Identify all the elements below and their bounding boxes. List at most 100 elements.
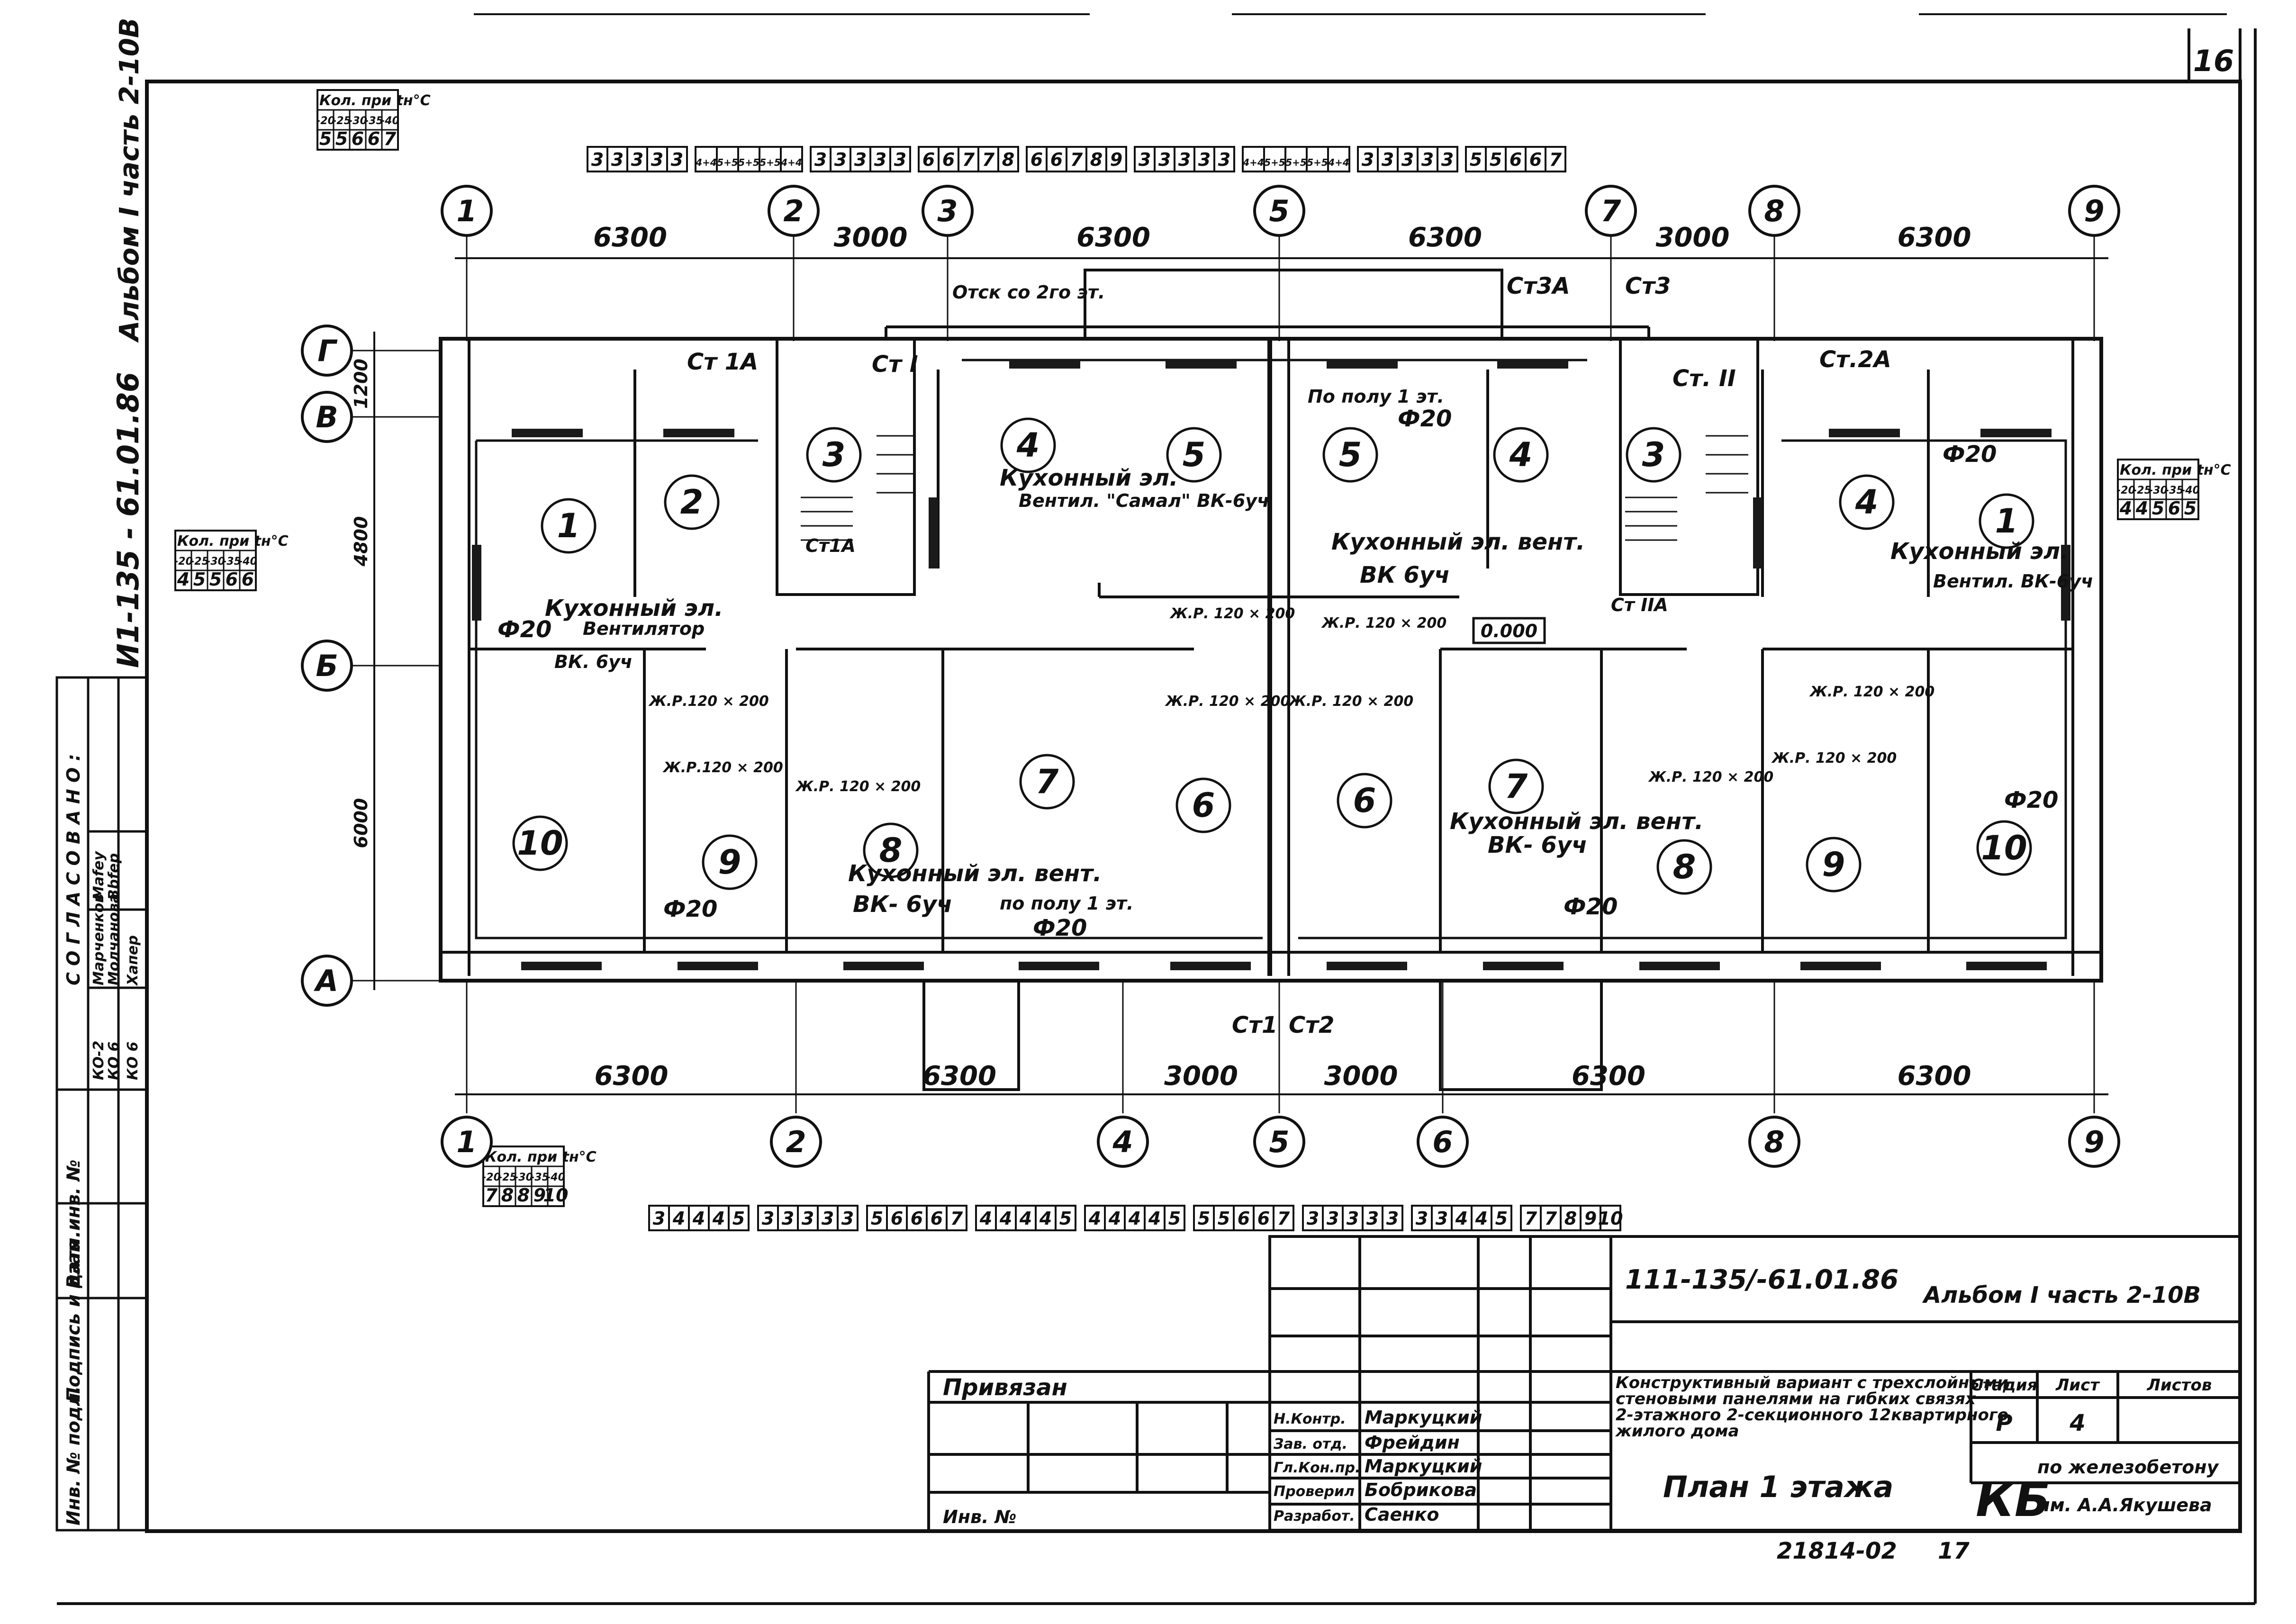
label-st1-bottom: Ст1 [1232, 1012, 1277, 1038]
count-value: 3 [1178, 149, 1191, 170]
count-box [1105, 146, 1127, 172]
count-box [1055, 1205, 1076, 1231]
temp-value: -35 [364, 115, 383, 127]
dim-bottom: 6300 [922, 1061, 996, 1092]
count-value: 3 [762, 1208, 774, 1229]
temp-count: 6 [352, 128, 364, 149]
count-value: 3 [1436, 1208, 1448, 1229]
temp-count: 4 [177, 569, 190, 590]
temp-header: Кол. при tн°С [177, 533, 289, 550]
label-st1a: Ст 1А [687, 349, 758, 375]
dim-left: 6000 [351, 798, 371, 848]
dim-bottom: 6300 [1572, 1061, 1645, 1092]
count-box [728, 1205, 750, 1231]
count-value: 6 [891, 1208, 903, 1229]
room-number: 8 [1656, 839, 1712, 895]
count-value: 6 [1050, 149, 1063, 170]
code-vertical: И1-135 - 61.01.86 [111, 372, 145, 668]
svg-text:9: 9 [2084, 194, 2104, 228]
svg-text:Б: Б [316, 649, 338, 683]
svg-text:2: 2 [783, 194, 804, 228]
label-phi20-b: Ф20 [497, 616, 551, 643]
axis-bottom-8: 8 [1748, 1116, 1800, 1168]
agree-row-1-name: Марченков [90, 894, 107, 985]
tb-org: по железобетону им. А.А.Якушева [2037, 1457, 2225, 1516]
label-st2a: Ст.2А [1819, 346, 1891, 373]
label-ventilyator: Вентилятор [583, 618, 705, 639]
label-vk-6uch: ВК 6уч [1360, 562, 1450, 588]
dim-top: 6300 [1408, 222, 1482, 253]
temp-count: 5 [335, 128, 348, 149]
count-value: 5+5 [759, 157, 781, 168]
svg-text:8: 8 [1764, 194, 1784, 228]
count-value: 3 [1366, 1208, 1379, 1229]
tb-role: Проверил [1274, 1483, 1355, 1500]
tb-sheet-label: Лист [2055, 1376, 2100, 1395]
count-value: 4 [999, 1208, 1012, 1229]
label-phi20-a: Ф20 [1398, 406, 1452, 432]
count-value: 3 [1139, 149, 1151, 170]
count-value: 10 [1598, 1208, 1623, 1229]
svg-text:4: 4 [1855, 483, 1879, 522]
count-value: 4+4 [780, 157, 802, 168]
count-value: 3 [1347, 1208, 1359, 1229]
room-number: 10 [512, 815, 568, 871]
count-value: 3 [651, 149, 663, 170]
count-value: 4 [1108, 1208, 1121, 1229]
room-number: 3 [806, 427, 862, 483]
tb-stage: Р [1996, 1410, 2012, 1436]
label-st1: Ст I [872, 351, 918, 378]
svg-text:5: 5 [1269, 1125, 1289, 1159]
count-value: 5+5 [1285, 157, 1307, 168]
axis-top-2: 2 [768, 185, 820, 237]
temp-value: -25 [498, 1172, 517, 1183]
label-st1a-bottom: Ст1А [805, 535, 856, 556]
svg-text:9: 9 [2084, 1125, 2104, 1159]
agree-row-1-code: КО-2 [90, 1041, 107, 1080]
agree-row-1-sign: Mafey [90, 851, 107, 900]
label-phi20-c: Ф20 [1943, 441, 1997, 468]
album-vertical: Альбом I часть 2-10В [114, 18, 145, 343]
count-value: 5 [1490, 149, 1502, 170]
label-kitchen-vent-3: Кухонный эл. вент. [848, 860, 1102, 887]
room-number: 9 [702, 834, 758, 890]
svg-text:8: 8 [1764, 1125, 1784, 1159]
tb-person: Бобрикова [1365, 1480, 1477, 1500]
temp-value: -30 [206, 556, 225, 568]
dim-top: 3000 [1656, 222, 1730, 253]
count-value: 5+5 [717, 157, 738, 168]
room-number: 3 [1626, 427, 1681, 483]
temp-count: 4 [2119, 498, 2132, 519]
left-margin: Альбом I часть 2-10В И1-135 - 61.01.86 С… [55, 18, 148, 1532]
svg-text:Г: Г [317, 334, 338, 368]
svg-text:9: 9 [1822, 845, 1845, 884]
count-value: 7 [1525, 1208, 1537, 1229]
label-st2-bottom: Ст2 [1289, 1012, 1334, 1038]
svg-text:9: 9 [718, 843, 741, 882]
agree-row-2-sign: Bbfep [106, 853, 122, 900]
count-box [997, 146, 1019, 172]
count-value: 4 [1039, 1208, 1052, 1229]
tb-role: Н.Контр. [1274, 1411, 1346, 1427]
stamp-vzam: Взам.инв. № [63, 1160, 84, 1289]
tb-role: Гл.Кон.пр. [1274, 1460, 1360, 1476]
count-value: 3 [1401, 149, 1414, 170]
dim-bottom: 6300 [595, 1061, 669, 1092]
agree-row-3-name: Хапер [125, 935, 141, 986]
count-value: 3 [1218, 149, 1230, 170]
temp-count: 7 [485, 1185, 498, 1206]
count-value: 4 [1088, 1208, 1101, 1229]
count-value: 9 [1110, 149, 1122, 170]
label-phi20-e: Ф20 [1033, 915, 1087, 941]
svg-text:4: 4 [1112, 1125, 1133, 1159]
count-box [837, 1205, 859, 1231]
count-value: 3 [1441, 149, 1454, 170]
count-value: 4+4 [1328, 157, 1349, 168]
agreed-vertical: С О Г Л А С О В А Н О : [63, 754, 84, 985]
label-st3a: Ст3А [1507, 273, 1570, 299]
tb-footer-page: 17 [1938, 1538, 1970, 1564]
tb-album: Альбом I часть 2-10В [1922, 1282, 2201, 1308]
count-value: 5 [1218, 1208, 1230, 1229]
label-phi20-f: Ф20 [1564, 893, 1618, 920]
